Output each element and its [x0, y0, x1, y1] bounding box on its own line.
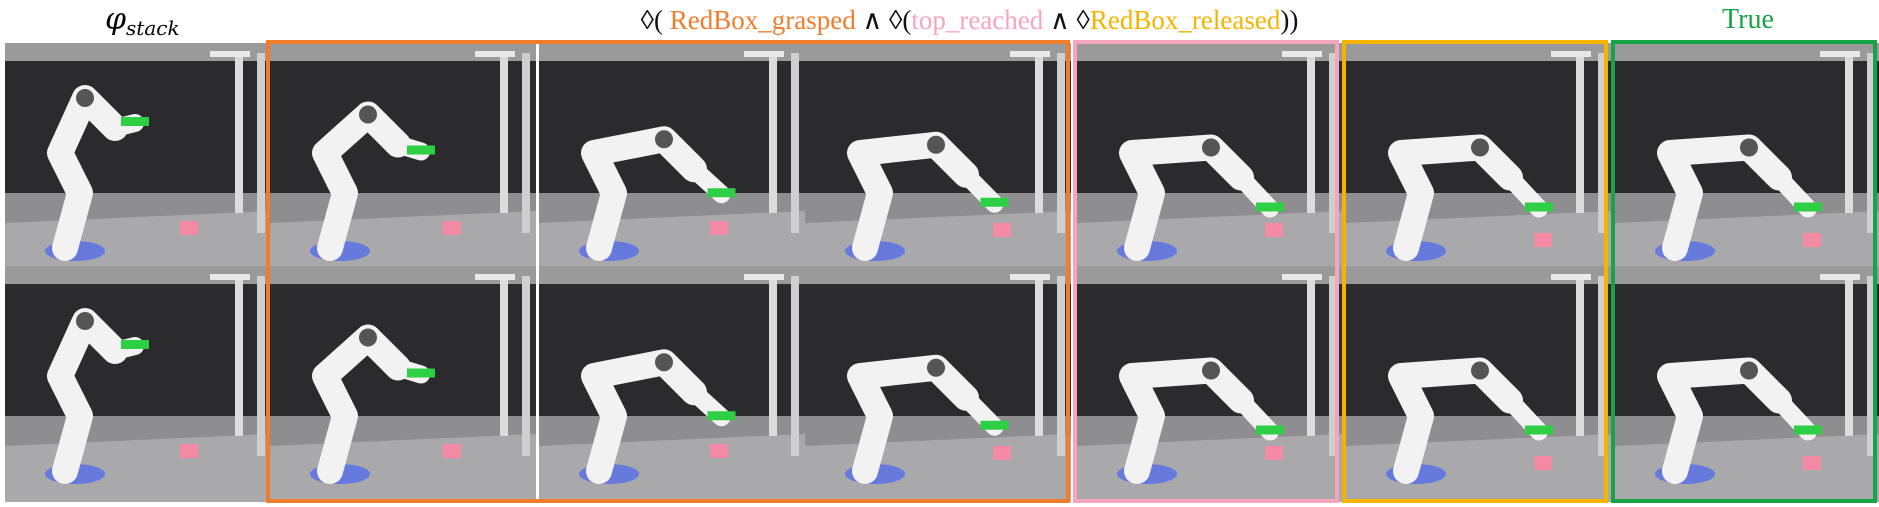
and-operator: ∧	[862, 5, 883, 35]
robot-photo-r2-c5	[1077, 266, 1343, 502]
robot-photo-r2-c6	[1346, 266, 1612, 502]
robot-photo-r1-c4	[805, 43, 1071, 279]
spec-label: φstack	[105, 0, 180, 40]
robot-photo-r1-c2	[270, 43, 536, 279]
robot-photo-r1-c1	[5, 43, 271, 279]
phi-symbol: φ	[105, 2, 127, 37]
phi-subscript: stack	[126, 16, 180, 40]
robot-photo-r1-c6	[1346, 43, 1612, 279]
eventually-operator: ◊	[889, 5, 903, 35]
robot-photo-r2-c1	[5, 266, 271, 502]
and-operator: ∧	[1050, 5, 1070, 35]
robot-photo-r2-c2	[270, 266, 536, 502]
paren-open: (	[654, 5, 664, 35]
robot-photo-r1-c5	[1077, 43, 1343, 279]
eventually-operator: ◊	[640, 5, 655, 35]
robot-photo-r2-c4	[805, 266, 1071, 502]
predicate-released: RedBox_released	[1089, 5, 1281, 35]
predicate-top-reached: top_reached	[911, 5, 1044, 35]
robot-photo-r1-c7	[1615, 43, 1879, 279]
robot-photo-r2-c7	[1615, 266, 1879, 502]
robot-photo-r2-c3	[539, 266, 805, 502]
ltl-formula: ◊( RedBox_grasped ∧ ◊(top_reached ∧ ◊Red…	[0, 0, 1879, 40]
paren-close: ))	[1280, 5, 1299, 35]
true-label: True	[1722, 4, 1774, 35]
predicate-grasped: RedBox_grasped	[669, 5, 856, 35]
paren-open: (	[902, 5, 912, 35]
eventually-operator: ◊	[1076, 5, 1090, 35]
robot-photo-r1-c3	[539, 43, 805, 279]
